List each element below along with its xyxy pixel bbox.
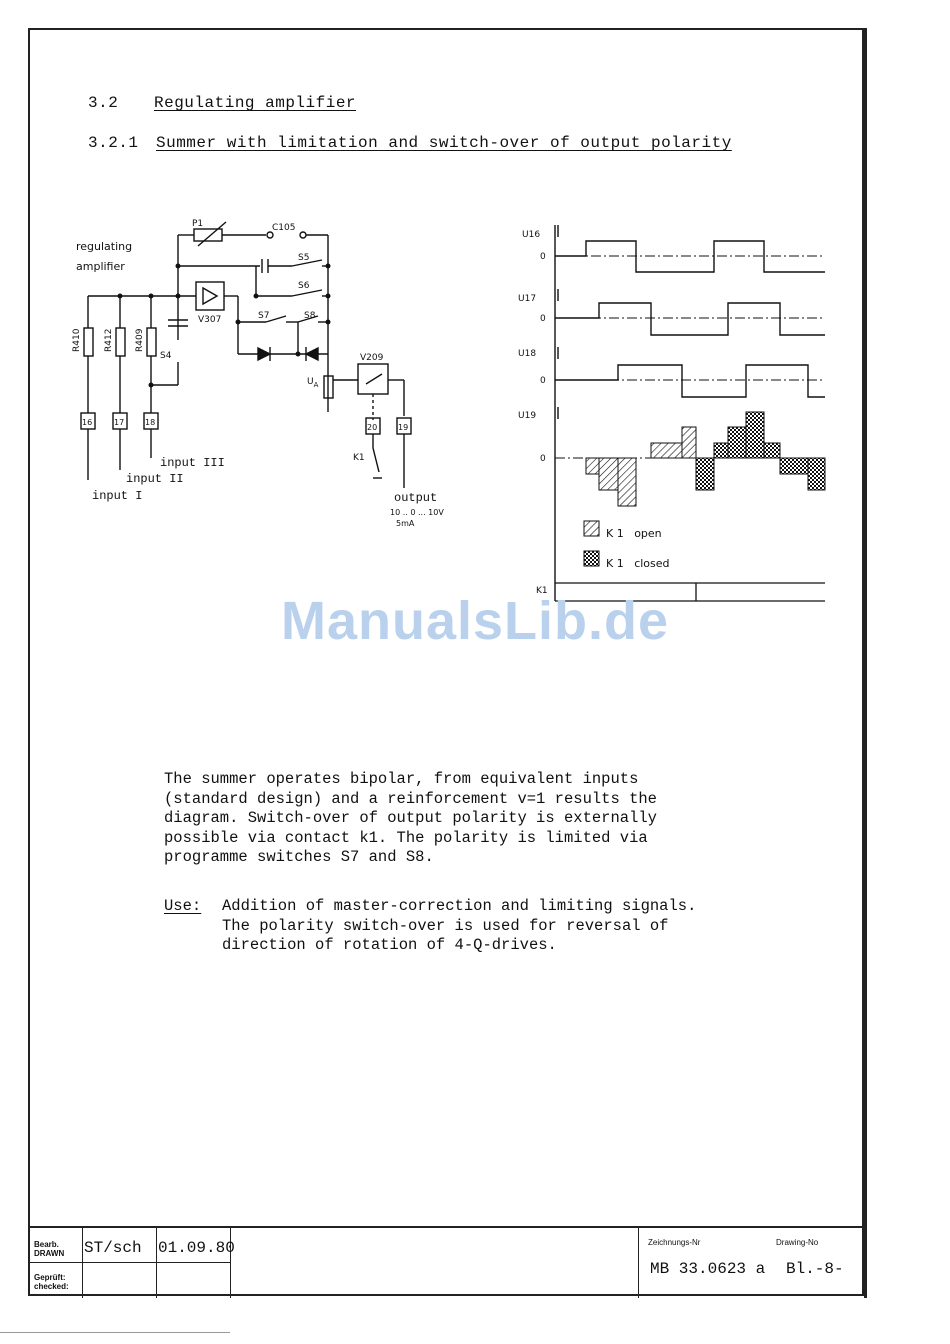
label-output-range: 10 .. 0 ... 10V [390,508,444,517]
sheet-number: Bl.-8- [786,1260,844,1278]
label-s5: S5 [298,253,309,263]
frame-right-edge [864,28,867,1298]
label-k1-row: K1 [536,586,548,596]
label-input-1: input I [92,489,142,503]
checked-label: Geprüft: checked: [34,1273,69,1291]
date-value: 01.09.80 [158,1239,235,1257]
drawing-no-label-en: Drawing-No [776,1238,819,1247]
switch-k1 [372,447,380,473]
page-frame [28,28,864,1296]
label-v209: V209 [360,353,384,363]
label-t18: 18 [145,418,155,427]
switch-s5 [291,259,323,267]
label-c105: C105 [272,223,295,233]
amplifier-schematic: regulating amplifier P1 C105 S5 S6 S7 S8… [72,219,444,528]
u16-waveform [555,240,825,273]
label-t19: 19 [398,423,408,432]
label-s7: S7 [258,311,269,321]
label-r412: R412 [104,329,114,352]
legend-open-label: K 1 open [606,527,662,540]
watermark-text: ManualsLib.de [280,591,670,651]
label-u18: U18 [518,349,536,359]
u19-open-seg2 [598,457,619,491]
description-paragraph: The summer operates bipolar, from equiva… [164,770,657,866]
u19-closed-seg2 [713,442,729,459]
resistor-r410 [83,327,94,357]
drawn-value: ST/sch [84,1239,142,1257]
label-r410: R410 [72,328,82,352]
switch-s6 [291,289,323,297]
label-u18-zero: 0 [540,376,546,386]
section-number: 3.2 [88,94,119,112]
potentiometer-p1 [193,228,223,242]
u19-open-seg3 [617,457,637,507]
page-bottom-rule [0,1332,230,1333]
switch-s8 [297,315,319,323]
u19-open-seg4 [650,442,683,459]
label-u17-zero: 0 [540,314,546,324]
label-u19-zero: 0 [540,454,546,464]
label-k1: K1 [353,453,365,463]
diode-right [304,346,319,362]
u19-closed-seg3 [727,426,747,459]
u17-waveform [555,302,825,336]
label-s8: S8 [304,311,316,321]
label-t17: 17 [114,418,124,427]
label-u16-zero: 0 [540,252,546,262]
label-input-2: input II [126,472,184,486]
label-s4: S4 [160,351,172,361]
opamp-v307 [195,281,225,311]
u19-open-seg1 [585,457,600,475]
subsection-title: Summer with limitation and switch-over o… [156,134,732,152]
label-ua: UA [307,377,319,389]
u19-closed-seg4 [745,411,765,459]
u19-closed-seg1 [695,457,715,491]
use-text: Addition of master-correction and limiti… [222,897,697,954]
use-label: Use: [164,897,202,915]
label-u19: U19 [518,411,536,421]
subsection-number: 3.2.1 [88,134,139,152]
label-output: output [394,491,437,505]
u19-open-seg5 [681,426,697,459]
legend-open-swatch [583,520,600,537]
section-title: Regulating amplifier [154,94,357,112]
label-u16: U16 [522,230,540,240]
label-u17: U17 [518,294,536,304]
u19-closed-seg7 [807,457,826,491]
legend-closed-swatch [583,550,600,567]
label-v307: V307 [198,315,221,325]
u19-closed-seg6 [779,457,809,475]
label-t20: 20 [367,423,377,432]
label-r409: R409 [135,328,145,352]
drawing-number: MB 33.0623 a [650,1260,766,1278]
diode-left [257,346,272,362]
title-block: Bearb. DRAWN ST/sch 01.09.80 Geprüft: ch… [30,1226,864,1298]
label-p1: P1 [192,219,203,229]
label-s6: S6 [298,281,310,291]
label-output-current: 5mA [396,519,415,528]
u19-closed-seg5 [763,442,781,459]
timing-diagram: U16 0 U17 0 U18 0 U19 0 K1 K 1 open K 1 … [518,225,826,602]
label-regulating: regulating [76,240,132,253]
resistor-r409 [146,327,157,357]
label-t16: 16 [82,418,92,427]
switch-s7 [265,315,287,323]
drawing-no-label-de: Zeichnungs-Nr [648,1238,701,1247]
subsection-heading: 3.2.1 Summer with limitation and switch-o… [88,134,732,152]
label-input-3: input III [160,456,225,470]
section-heading: 3.2 Regulating amplifier [88,94,356,112]
label-amplifier: amplifier [76,260,125,273]
u18-waveform [555,364,825,398]
legend-closed-label: K 1 closed [606,557,670,570]
resistor-r412 [115,327,126,357]
drawn-label: Bearb. DRAWN [34,1240,65,1258]
